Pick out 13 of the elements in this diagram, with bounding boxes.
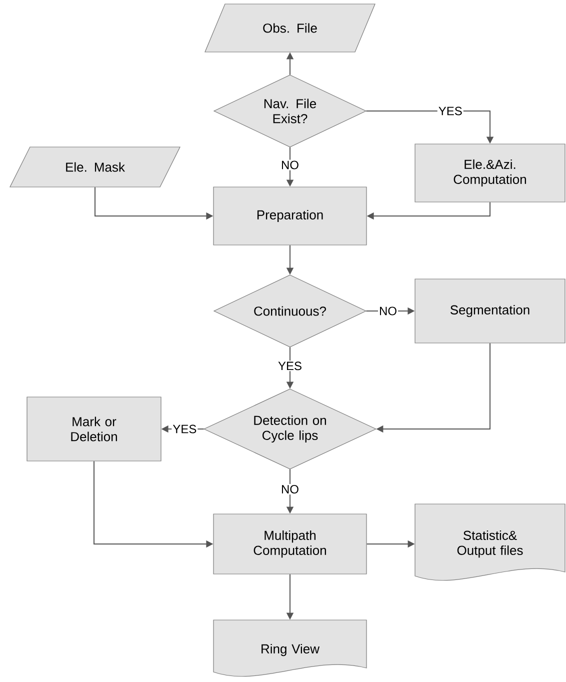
edge-label: YES	[172, 424, 198, 434]
process-box: Multipath Computation	[213, 514, 367, 574]
data-parallelogram: Obs. File	[204, 4, 376, 52]
edge-label: YES	[277, 360, 303, 372]
edge-label: NO	[378, 306, 398, 316]
edge-label: NO	[280, 484, 300, 494]
process-box: Mark or Deletion	[26, 396, 162, 462]
edge-label: YES	[437, 106, 464, 116]
process-box: Segmentation	[414, 278, 566, 344]
process-box: Preparation	[213, 186, 367, 246]
process-box: Ele.&Azi. Computation	[414, 144, 566, 202]
edge-label: NO	[280, 160, 300, 170]
data-parallelogram: Ele. Mask	[10, 146, 180, 188]
